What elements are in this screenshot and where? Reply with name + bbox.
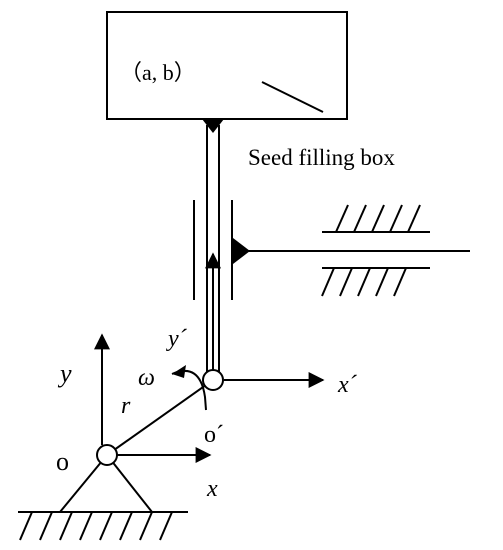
omega-label: ω <box>138 365 155 391</box>
o-pivot <box>96 444 118 466</box>
y-prime-label: y´ <box>166 326 188 352</box>
box-coordinate-label: （a, b） <box>120 60 196 85</box>
omega-arrow-head <box>172 365 186 378</box>
crank-arm <box>106 379 214 456</box>
fixed-support-lower <box>321 267 430 297</box>
r-label: r <box>121 393 131 419</box>
ground-hatching <box>18 511 188 541</box>
o-prime-pivot <box>202 369 224 391</box>
o-label: o <box>56 447 69 476</box>
x-label: x <box>206 476 218 502</box>
o-prime-label: o´ <box>204 422 224 448</box>
fixed-support-upper <box>322 204 430 233</box>
seed-box-label: Seed filling box <box>248 145 395 170</box>
weld-joint-top <box>202 119 224 133</box>
x-prime-label: x´ <box>337 372 358 398</box>
omega-rotation-arc <box>171 369 207 411</box>
y-label: y <box>57 359 72 388</box>
box-leader-line <box>261 81 324 113</box>
seed-filling-box <box>106 11 348 120</box>
